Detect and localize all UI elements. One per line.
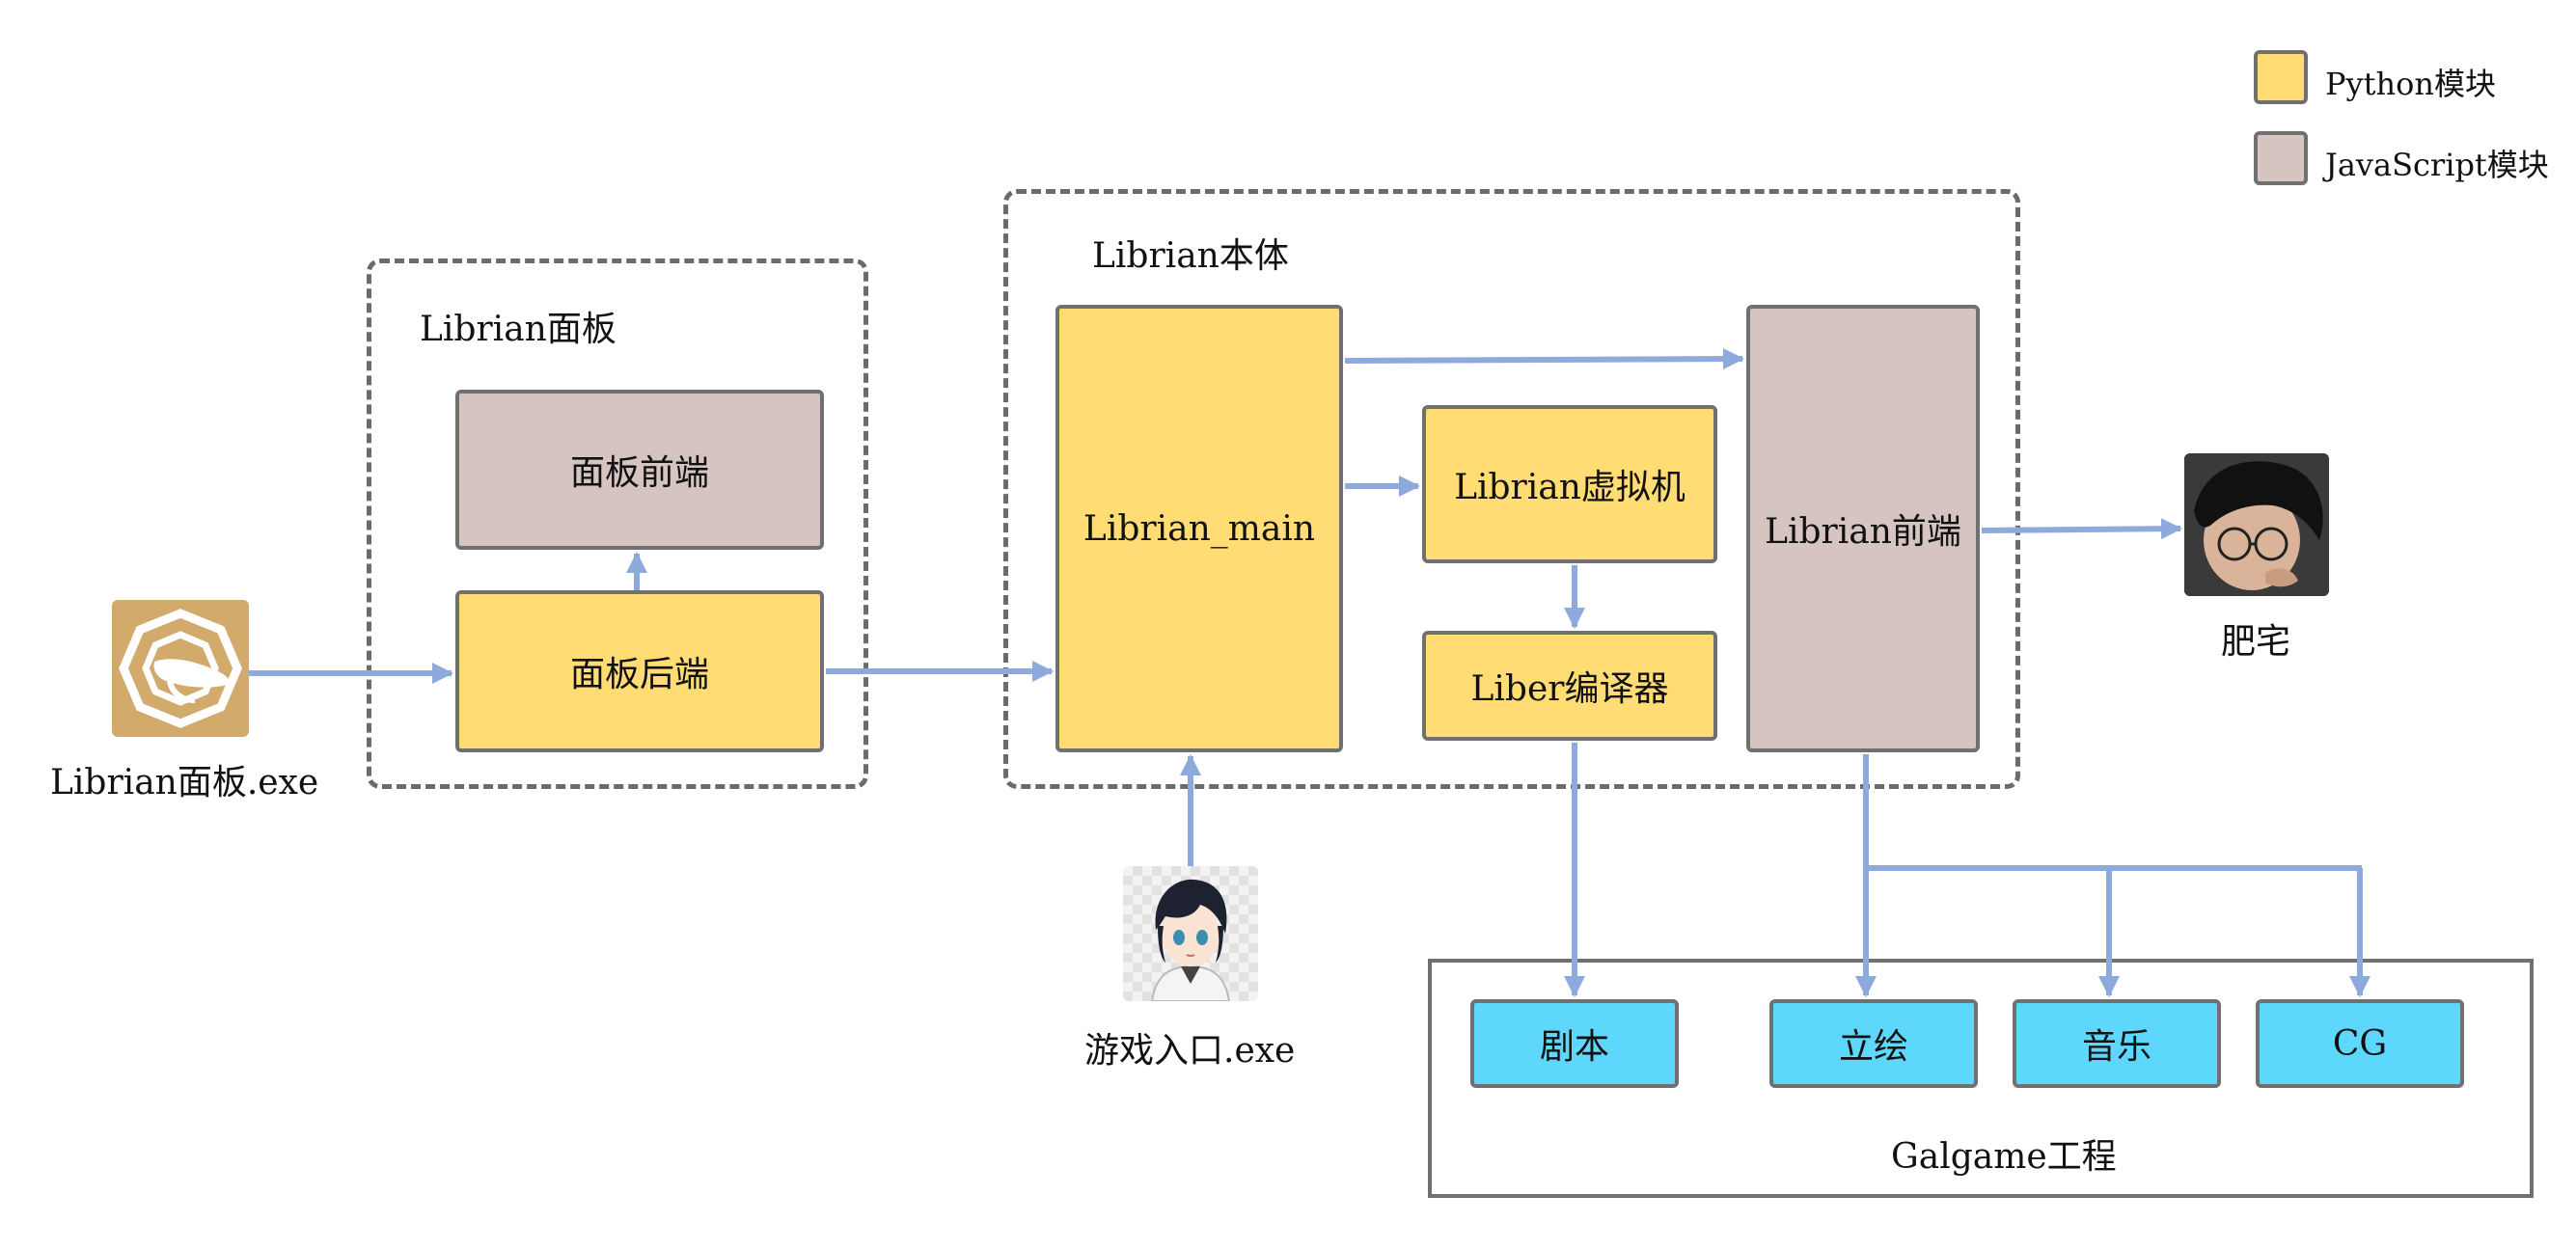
cg-asset: CG bbox=[2256, 999, 2464, 1088]
game-entry-exe-icon bbox=[1123, 866, 1258, 1001]
librian-core-group bbox=[1003, 189, 2020, 789]
librian-panel-group bbox=[367, 258, 868, 789]
game-entry-exe-label: 游戏入口.exe bbox=[1084, 1031, 1296, 1071]
legend-javascript-label: JavaScript模块 bbox=[2325, 147, 2549, 183]
script-asset: 剧本 bbox=[1470, 999, 1679, 1088]
sprite-asset: 立绘 bbox=[1769, 999, 1978, 1088]
legend-python-label: Python模块 bbox=[2325, 66, 2496, 102]
galgame-project-title: Galgame工程 bbox=[1891, 1137, 2117, 1177]
legend-javascript-swatch bbox=[2254, 131, 2308, 185]
arrow-main-to-frontend bbox=[1344, 348, 1744, 370]
liber-compiler-module: Liber编译器 bbox=[1422, 631, 1717, 741]
panel-frontend-module: 面板前端 bbox=[455, 390, 824, 550]
librian-panel-title: Librian面板 bbox=[420, 310, 617, 349]
librian-vm-module: Librian虚拟机 bbox=[1422, 405, 1717, 563]
panel-backend-module: 面板后端 bbox=[455, 590, 824, 752]
otaku-label: 肥宅 bbox=[2221, 622, 2291, 662]
librian-panel-exe-label: Librian面板.exe bbox=[50, 763, 319, 802]
librian-frontend-module: Librian前端 bbox=[1746, 305, 1980, 752]
arrow-frontend-to-otaku bbox=[1981, 518, 2182, 540]
galgame-project-group bbox=[1428, 959, 2534, 1198]
librian-main-module: Librian_main bbox=[1055, 305, 1343, 752]
librian-core-title: Librian本体 bbox=[1092, 236, 1289, 276]
librian-panel-exe-icon bbox=[112, 600, 249, 737]
music-asset: 音乐 bbox=[2013, 999, 2221, 1088]
legend-python-swatch bbox=[2254, 50, 2308, 104]
otaku-user-photo bbox=[2184, 453, 2329, 596]
